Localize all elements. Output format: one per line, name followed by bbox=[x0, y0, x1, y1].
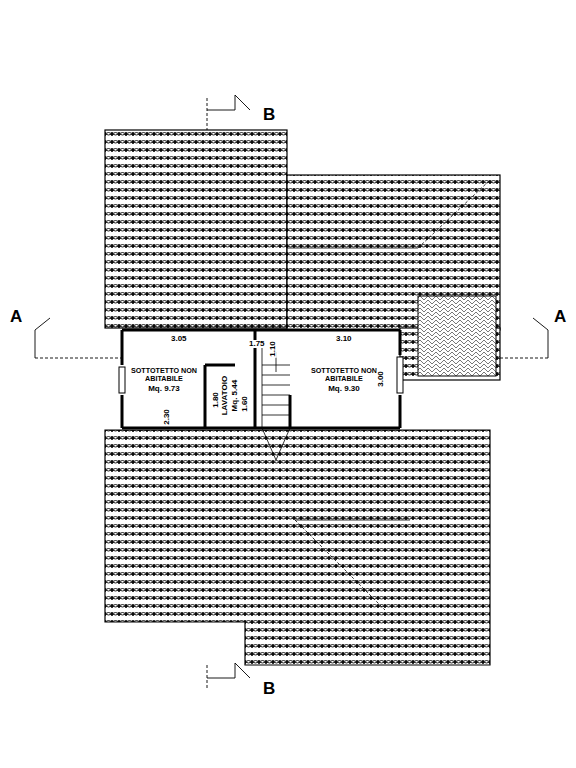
section-mark: A bbox=[9, 308, 23, 325]
room-area: Mq. 9.73 bbox=[148, 384, 180, 394]
room-name: SOTTOTETTO NON ABITABILE bbox=[124, 367, 204, 384]
dimension: 3.00 bbox=[377, 370, 385, 388]
section-mark: A bbox=[553, 308, 567, 325]
dimension: 1.75 bbox=[248, 340, 266, 348]
dimension: 1.10 bbox=[269, 340, 277, 358]
section-mark: B bbox=[262, 680, 276, 697]
dimension: 3.10 bbox=[335, 335, 353, 343]
dimension: 1.80 bbox=[212, 391, 220, 409]
room-name: LAVATOIO bbox=[220, 376, 230, 415]
dimension: 2.30 bbox=[163, 408, 171, 426]
dimension: 3.05 bbox=[170, 335, 188, 343]
rotated-text: LAVATOIOMq. 5.44 bbox=[220, 376, 239, 415]
room-area: Mq. 9.30 bbox=[328, 384, 360, 394]
section-mark: B bbox=[262, 106, 276, 123]
room-box: SOTTOTETTO NON ABITABILEMq. 9.73 bbox=[124, 355, 204, 405]
room-area: Mq. 5.44 bbox=[230, 376, 240, 415]
dimension: 1.60 bbox=[241, 395, 249, 413]
